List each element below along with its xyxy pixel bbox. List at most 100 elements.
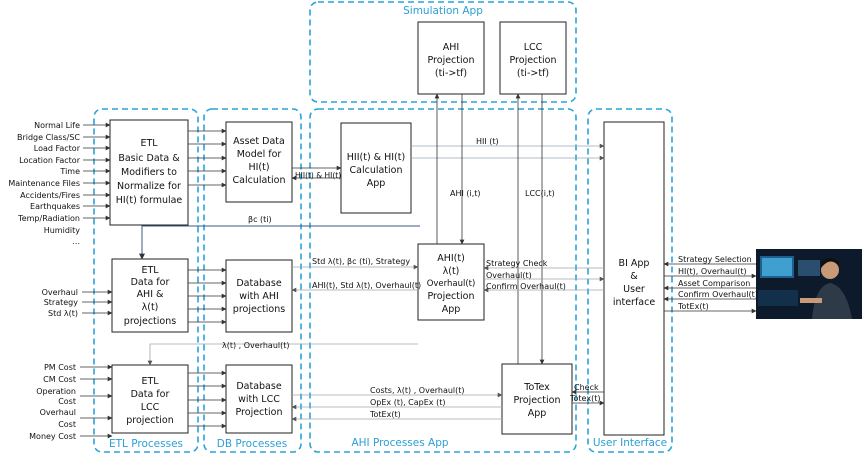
label-hi-overhaul: HI(t), Overhaul(t) xyxy=(678,267,747,276)
svg-text:(ti->tf): (ti->tf) xyxy=(435,68,467,79)
label-overhaul-t: Overhaul(t) xyxy=(486,271,532,280)
svg-text:Load Factor: Load Factor xyxy=(34,144,81,153)
svg-text:Overhaul: Overhaul xyxy=(40,408,76,417)
svg-text:interface: interface xyxy=(613,297,656,308)
svg-text:with AHI: with AHI xyxy=(239,291,279,302)
label-ahi-it: AHI (i,t) xyxy=(450,189,481,198)
svg-text:Normal Life: Normal Life xyxy=(34,121,80,130)
svg-text:Operation: Operation xyxy=(36,387,76,396)
bi-to-user: Strategy Selection HI(t), Overhaul(t) As… xyxy=(663,255,758,314)
svg-text:Cost: Cost xyxy=(58,420,76,429)
svg-text:Calculation: Calculation xyxy=(350,165,403,176)
svg-text:Basic Data &: Basic Data & xyxy=(118,153,180,164)
svg-text:ETL: ETL xyxy=(141,376,159,387)
svg-text:LCC: LCC xyxy=(141,402,160,413)
db-ahi-to-app: Std λ(t), βc (ti), Strategy AHI(t), Std … xyxy=(291,257,421,293)
svg-text:Database: Database xyxy=(236,278,281,289)
beta-feedback: βc (ti) xyxy=(139,215,420,260)
group-ui-label: User Interface xyxy=(593,437,667,449)
svg-text:Strategy: Strategy xyxy=(44,298,79,307)
svg-text:(ti->tf): (ti->tf) xyxy=(517,68,549,79)
svg-text:AHI &: AHI & xyxy=(137,289,164,300)
svg-text:Humidity: Humidity xyxy=(44,226,81,235)
ahi-app-to-bi: Strategy Check Overhaul(t) Confirm Overh… xyxy=(483,259,605,293)
svg-text:ETL: ETL xyxy=(141,265,159,276)
svg-text:CM Cost: CM Cost xyxy=(43,375,76,384)
svg-text:Model for: Model for xyxy=(237,149,282,160)
svg-text:projections: projections xyxy=(233,304,285,315)
svg-text:Projection: Projection xyxy=(428,55,475,66)
label-confirm-overhaul-ui: Confirm Overhaul(t) xyxy=(678,290,758,299)
svg-text:with LCC: with LCC xyxy=(238,394,280,405)
box-ahi-projection: AHI Projection (ti->tf) xyxy=(417,21,485,95)
svg-text:Time: Time xyxy=(59,167,80,176)
svg-text:Calculation: Calculation xyxy=(233,175,286,186)
svg-text:Temp/Radiation: Temp/Radiation xyxy=(17,214,80,223)
group-ahi-label: AHI Processes App xyxy=(351,437,448,449)
box-asset-data-model: Asset Data Model for HI(t) Calculation xyxy=(225,121,293,203)
svg-text:...: ... xyxy=(72,237,80,246)
svg-text:HI(t): HI(t) xyxy=(248,162,269,173)
inputs-ahi: Overhaul Strategy Std λ(t) xyxy=(42,288,113,318)
label-totex-ui: TotEx(t) xyxy=(677,302,709,311)
vertical-connectors: AHI (i,t) LCC(i,t) xyxy=(434,93,555,365)
db-lcc-to-totex: Costs, λ(t) , Overhaul(t) OpEx (t), CapE… xyxy=(291,386,503,422)
svg-text:User: User xyxy=(623,284,645,295)
box-totex-projection-app: ToTex Projection App xyxy=(501,363,573,435)
svg-text:Accidents/Fires: Accidents/Fires xyxy=(20,191,80,200)
svg-text:Location Factor: Location Factor xyxy=(19,156,81,165)
svg-text:Projection: Projection xyxy=(514,395,561,406)
box-ahi-projection-app: AHI(t) λ(t) Overhaul(t) Projection App xyxy=(417,243,485,321)
group-db-processes xyxy=(203,108,302,453)
label-std-lambda-strategy: Std λ(t), βc (ti), Strategy xyxy=(312,257,410,266)
svg-text:Normalize for: Normalize for xyxy=(117,181,181,192)
group-simulation-app xyxy=(309,1,577,103)
svg-text:Projection: Projection xyxy=(510,55,557,66)
inputs-basic: Normal Life Bridge Class/SC Load Factor … xyxy=(8,121,111,246)
label-check: Check xyxy=(574,383,599,392)
hii-to-bi: HII (t) xyxy=(411,137,605,161)
svg-text:AHI: AHI xyxy=(443,42,459,53)
svg-text:Cost: Cost xyxy=(58,397,76,406)
label-strategy-check: Strategy Check xyxy=(486,259,548,268)
box-etl-basic: ETL Basic Data & Modifiers to Normalize … xyxy=(109,119,189,226)
box-lcc-projection: LCC Projection (ti->tf) xyxy=(499,21,567,95)
svg-text:App: App xyxy=(367,178,386,189)
svg-text:ETL: ETL xyxy=(140,138,158,149)
group-simulation-label: Simulation App xyxy=(403,5,483,17)
group-user-interface xyxy=(587,108,673,453)
svg-text:Projection: Projection xyxy=(428,291,475,302)
label-hii-hi-small: HII(t) & HI(t) xyxy=(295,171,341,180)
svg-text:HI(t) formulae: HI(t) formulae xyxy=(116,195,183,206)
svg-text:AHI(t): AHI(t) xyxy=(437,253,465,264)
svg-text:PM Cost: PM Cost xyxy=(44,363,76,372)
group-ahi-processes-app xyxy=(309,108,577,453)
svg-text:LCC: LCC xyxy=(524,42,543,53)
etl-to-db-arrows xyxy=(188,128,227,429)
label-asset-comparison: Asset Comparison xyxy=(678,279,750,288)
label-strategy-selection: Strategy Selection xyxy=(678,255,752,264)
box-bi-app: BI App & User interface xyxy=(603,121,665,436)
svg-text:Asset Data: Asset Data xyxy=(233,136,285,147)
box-etl-lcc: ETL Data for LCC projection xyxy=(111,364,189,434)
box-hii-hi-calculation-app: HII(t) & HI(t) Calculation App xyxy=(340,122,412,214)
svg-text:Bridge Class/SC: Bridge Class/SC xyxy=(17,133,80,142)
svg-text:Database: Database xyxy=(236,381,281,392)
lambda-feedback: λ(t) , Overhaul(t) xyxy=(147,341,418,366)
svg-text:Overhaul: Overhaul xyxy=(42,288,78,297)
group-etl-label: ETL Processes xyxy=(109,438,183,450)
svg-text:Maintenance Files: Maintenance Files xyxy=(8,179,80,188)
svg-text:&: & xyxy=(630,271,638,282)
label-totex-bi: Totex(t) xyxy=(569,394,600,403)
box-etl-ahi-lambda: ETL Data for AHI & λ(t) projections xyxy=(111,258,189,333)
svg-text:BI App: BI App xyxy=(619,258,650,269)
svg-text:Money Cost: Money Cost xyxy=(29,432,76,441)
svg-text:Data for: Data for xyxy=(131,277,170,288)
svg-text:Data for: Data for xyxy=(131,389,170,400)
asset-hii-connector: HII(t) & HI(t) xyxy=(291,165,342,181)
label-lambda-overhaul: λ(t) , Overhaul(t) xyxy=(222,341,290,350)
group-etl-processes xyxy=(93,108,199,453)
svg-text:λ(t): λ(t) xyxy=(443,266,460,277)
svg-text:Overhaul(t): Overhaul(t) xyxy=(427,279,476,289)
